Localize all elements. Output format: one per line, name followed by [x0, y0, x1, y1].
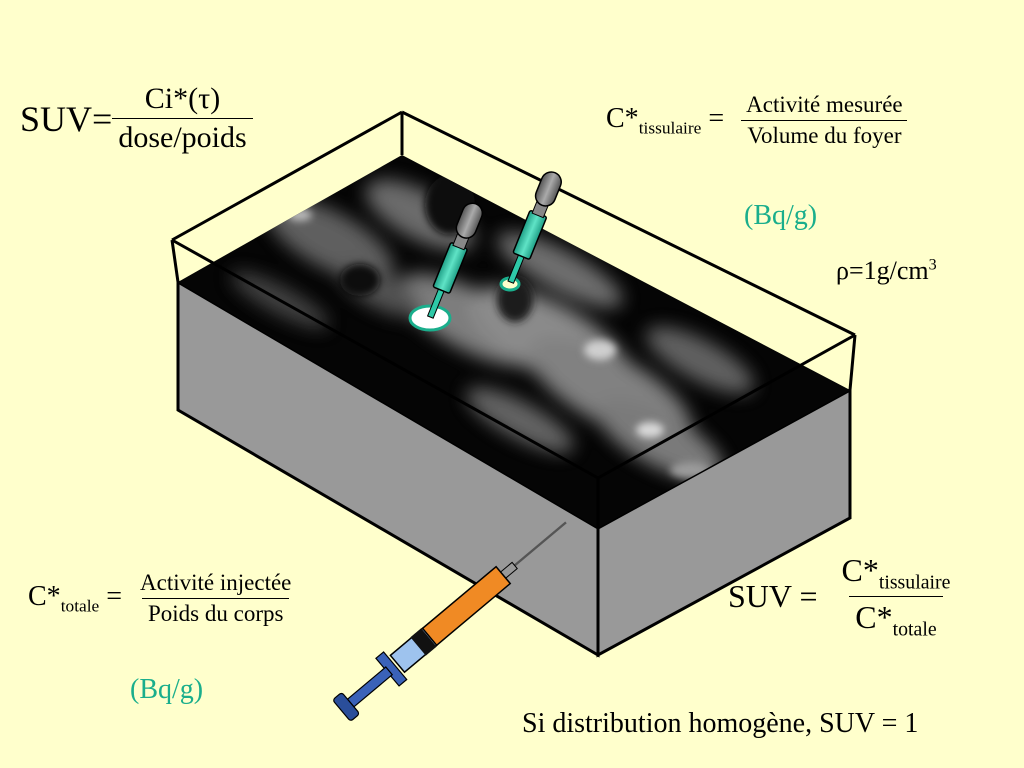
box-outline	[170, 110, 857, 528]
total-denominator: Poids du corps	[141, 598, 290, 627]
total-lhs-main: C*	[28, 580, 61, 612]
total-numerator: Activité injectée	[140, 570, 292, 595]
total-unit: (Bq/g)	[130, 674, 204, 705]
syringe	[333, 521, 567, 721]
total-concentration-formula: C*totale = Activité injectée Poids du co…	[28, 570, 297, 627]
suv-ratio-den-main: C*	[855, 599, 893, 636]
tissue-equals: =	[708, 102, 725, 134]
total-lhs-sub: totale	[60, 596, 100, 616]
suv-numerator: Ci*(τ)	[144, 82, 221, 115]
suv-definition-formula: SUV= Ci*(τ) dose/poids	[20, 82, 253, 155]
tissue-lhs-sub: tissulaire	[638, 118, 702, 138]
pipette-small	[499, 171, 562, 292]
density-label: ρ=1g/cm3	[836, 256, 937, 285]
pipette-large	[408, 202, 484, 332]
tissue-lhs-main: C*	[606, 102, 639, 134]
suv-denominator: dose/poids	[112, 118, 253, 155]
suv-ratio-formula: SUV = C*tissulaire C*totale	[728, 552, 956, 642]
tissue-numerator: Activité mesurée	[746, 92, 903, 117]
total-equals: =	[106, 580, 123, 612]
suv-ratio-num-main: C*	[841, 552, 879, 588]
tissue-concentration-formula: C*tissulaire = Activité mesurée Volume d…	[606, 92, 909, 149]
suv-ratio-den-sub: totale	[892, 618, 937, 641]
tissue-denominator: Volume du foyer	[741, 120, 908, 149]
tissue-unit: (Bq/g)	[744, 200, 818, 231]
pet-scan-image	[178, 155, 850, 528]
conclusion-text: Si distribution homogène, SUV = 1	[522, 708, 919, 739]
suv-lhs: SUV=	[20, 98, 113, 139]
suv-ratio-lhs: SUV =	[728, 578, 818, 615]
suv-ratio-num-sub: tissulaire	[878, 571, 951, 594]
